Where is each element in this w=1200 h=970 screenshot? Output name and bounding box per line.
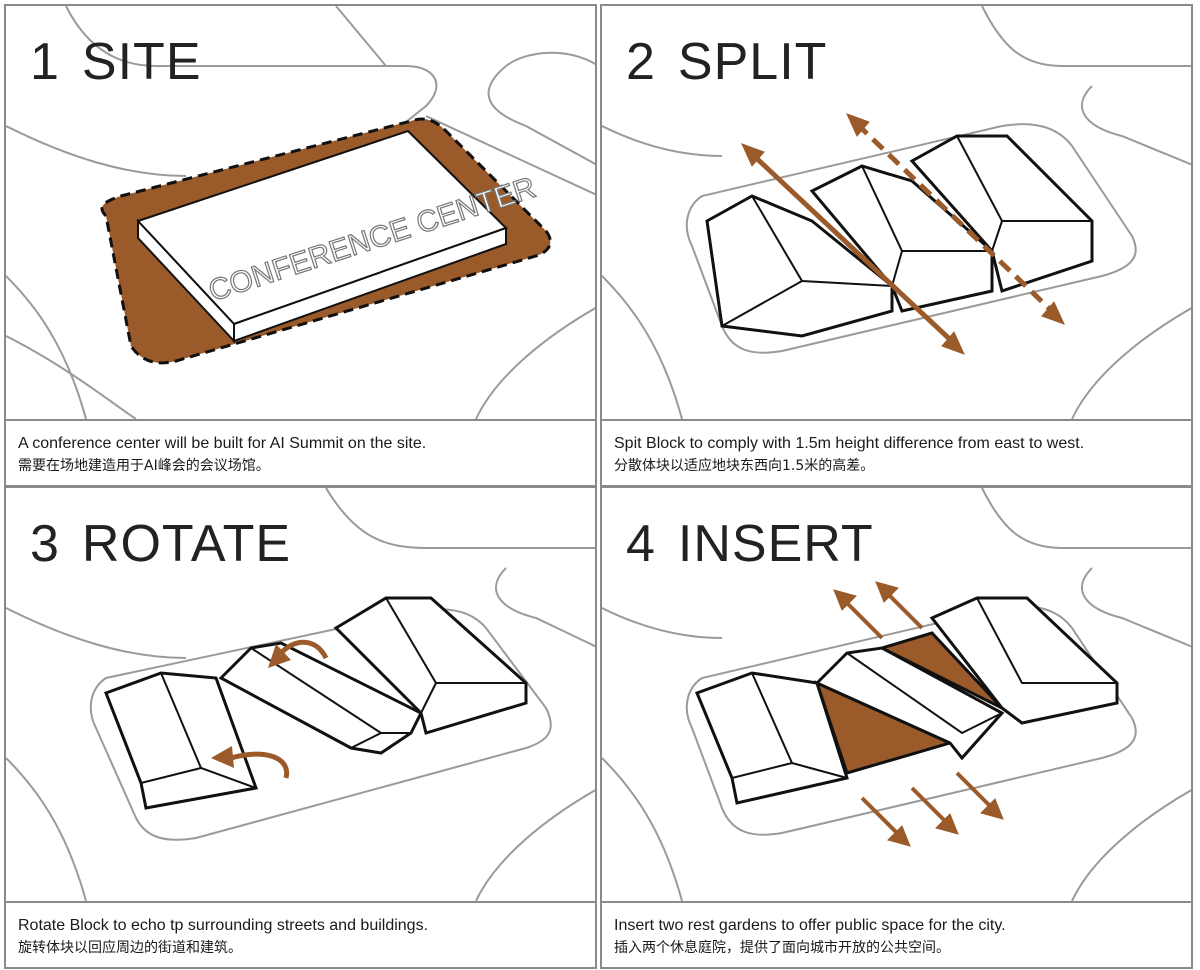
insert-arrows — [833, 581, 1004, 847]
rotate-illustration — [6, 488, 595, 901]
panel-rotate: 3 ROTATE Rotate Block to echo tp surround… — [4, 486, 597, 969]
caption-chinese: 需要在场地建造用于AI峰会的会议场馆。 — [18, 458, 270, 474]
step-title: INSERT — [677, 515, 874, 573]
rotated-blocks — [104, 596, 528, 810]
step-number: 1 — [30, 33, 60, 91]
caption: Insert two rest gardens to offer public … — [602, 901, 1191, 967]
rotate-arrowheads — [211, 644, 291, 768]
panel-site: CONFERENCE CENTER 1 SITE A conference cen… — [4, 4, 597, 487]
split-blocks — [705, 134, 1094, 338]
step-number: 3 — [30, 515, 60, 573]
caption-english: A conference center will be built for AI… — [18, 435, 427, 452]
panel-title: 4 INSERT — [626, 514, 874, 574]
caption-chinese: 旋转体块以回应周边的街道和建筑。 — [18, 940, 242, 956]
insert-blocks — [695, 596, 1119, 805]
insert-illustration — [602, 488, 1191, 901]
panel-insert: 4 INSERT Insert two rest gardens to offer… — [600, 486, 1193, 969]
panel-split: 2 SPLIT Spit Block to comply with 1.5m he… — [600, 4, 1193, 487]
step-title: SITE — [81, 33, 202, 91]
step-title: ROTATE — [81, 515, 292, 573]
rotate-arrows — [230, 639, 329, 779]
caption-english: Spit Block to comply with 1.5m height di… — [614, 435, 1085, 452]
step-number: 4 — [626, 515, 656, 573]
conference-block — [136, 129, 508, 344]
split-arrows — [741, 113, 1065, 355]
caption-chinese: 插入两个休息庭院，提供了面向城市开放的公共空间。 — [614, 940, 950, 956]
panel-title: 2 SPLIT — [626, 32, 827, 92]
caption: Spit Block to comply with 1.5m height di… — [602, 419, 1191, 485]
garden-east — [877, 631, 1004, 710]
caption: Rotate Block to echo tp surrounding stre… — [6, 901, 595, 967]
split-illustration — [602, 6, 1191, 419]
panel-title: 1 SITE — [30, 32, 202, 92]
step-title: SPLIT — [677, 33, 828, 91]
caption-english: Rotate Block to echo tp surrounding stre… — [18, 917, 429, 934]
caption-chinese: 分散体块以适应地块东西向1.5米的高差。 — [614, 458, 875, 474]
caption-english: Insert two rest gardens to offer public … — [614, 917, 1006, 934]
panel-title: 3 ROTATE — [30, 514, 291, 574]
site-illustration: CONFERENCE CENTER — [6, 6, 595, 419]
caption: A conference center will be built for AI… — [6, 419, 595, 485]
step-number: 2 — [626, 33, 656, 91]
